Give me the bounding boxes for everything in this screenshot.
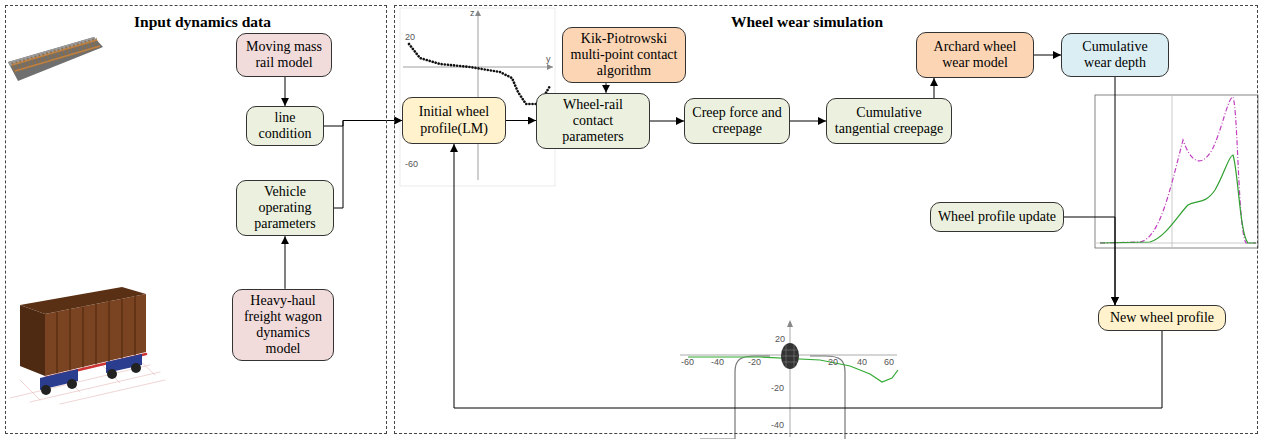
axis-tick-label: -40 [771, 421, 784, 430]
axis-tick-label: 40 [857, 358, 867, 367]
panel-title: Input dynamics data [134, 13, 271, 31]
process-box: Kik-Piotrowski multi-point contact algor… [562, 27, 686, 83]
flow-arrow [1034, 55, 1061, 56]
flow-arrow [606, 83, 607, 93]
box-label: Moving mass rail model [243, 39, 325, 71]
box-label: Heavy-haul freight wagon dynamics model [239, 293, 327, 357]
contact-patch-plot [680, 320, 898, 439]
wheel-profile-plot [400, 8, 555, 186]
box-label: Wheel profile update [938, 209, 1056, 225]
axis-tick-label: 20 [775, 335, 785, 344]
flow-arrow [454, 144, 1162, 408]
axis-name: y [546, 55, 551, 64]
axis-tick-label: -40 [711, 358, 724, 367]
axis-tick-label: -20 [748, 358, 761, 367]
box-label: New wheel profile [1110, 310, 1214, 326]
flow-arrow [285, 236, 286, 289]
box-label: Kik-Piotrowski multi-point contact algor… [569, 31, 679, 79]
box-label: Cumulative wear depth [1068, 39, 1162, 71]
axis-tick-label: -60 [681, 358, 694, 367]
flow-arrow [1064, 217, 1115, 305]
process-box: Cumulative tangential creepage [826, 98, 952, 144]
process-box: line condition [246, 106, 324, 146]
panel-title: Wheel wear simulation [731, 13, 883, 31]
flow-arrow [650, 121, 684, 122]
axis-name: z [470, 9, 475, 18]
box-label: Creep force and creepage [691, 105, 783, 137]
group-panel: Wheel wear simulationKik-Piotrowski mult… [394, 5, 1258, 434]
flow-arrow [334, 121, 402, 209]
process-box: Creep force and creepage [684, 98, 790, 144]
axis-tick-label: 20 [828, 358, 838, 367]
axis-tick-label: -60 [405, 160, 418, 169]
rail-track-picture [8, 37, 103, 81]
axis-tick-label: 60 [884, 358, 894, 367]
flow-arrow [285, 77, 286, 106]
process-box: Moving mass rail model [236, 33, 332, 77]
axis-tick-label: -20 [771, 384, 784, 393]
wear-distribution-plot [1095, 95, 1258, 248]
process-box: New wheel profile [1098, 305, 1226, 331]
box-label: Archard wheel wear model [923, 39, 1027, 71]
flow-arrow [934, 78, 935, 98]
process-box: Heavy-haul freight wagon dynamics model [232, 289, 334, 361]
axis-tick-label: 20 [405, 33, 415, 42]
process-box: Archard wheel wear model [916, 32, 1034, 78]
process-box: Vehicle operating parameters [236, 180, 334, 236]
box-label: Initial wheel profile(LM) [409, 104, 499, 136]
box-label: Wheel-rail contact parameters [543, 97, 643, 145]
flow-arrow [324, 121, 402, 127]
process-box: Wheel profile update [930, 202, 1064, 232]
flow-arrow [506, 120, 536, 121]
process-box: Cumulative wear depth [1061, 33, 1169, 77]
box-label: line condition [253, 110, 317, 142]
box-label: Vehicle operating parameters [243, 184, 327, 232]
wagon-picture [10, 287, 165, 404]
box-label: Cumulative tangential creepage [833, 105, 945, 137]
process-box: Wheel-rail contact parameters [536, 93, 650, 149]
flow-arrow [790, 121, 826, 122]
group-panel: Input dynamics dataMoving mass rail mode… [5, 5, 387, 434]
process-box: Initial wheel profile(LM) [402, 97, 506, 144]
